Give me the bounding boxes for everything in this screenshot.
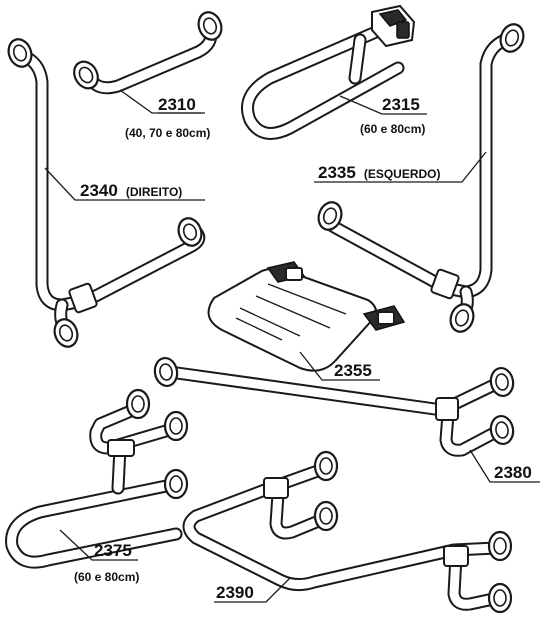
product-2355-seat xyxy=(207,261,406,372)
product-2390-bar xyxy=(182,450,513,614)
product-2310-code: 2310 xyxy=(158,95,196,114)
product-2335-bar xyxy=(317,23,525,333)
product-2335-leader xyxy=(314,151,487,183)
product-2375-leader xyxy=(59,529,138,561)
product-2335-label: 2335 (ESQUERDO) xyxy=(318,163,441,182)
product-2335-side: (ESQUERDO) xyxy=(364,167,441,181)
product-2375-bar xyxy=(5,388,189,569)
product-2315-code: 2315 xyxy=(382,95,420,114)
product-2375-size: (60 e 80cm) xyxy=(74,570,139,584)
product-2380-leader xyxy=(469,449,540,483)
product-2335-code: 2335 xyxy=(318,163,356,182)
product-2340-leader xyxy=(44,167,205,201)
product-2315-leader xyxy=(339,95,427,115)
product-2355-code: 2355 xyxy=(334,361,372,380)
product-2375-code: 2375 xyxy=(94,541,132,560)
product-2340-side: (DIREITO) xyxy=(126,185,182,199)
product-2390-code: 2390 xyxy=(216,583,254,602)
product-2380-bar xyxy=(153,356,515,457)
product-2340-label: 2340 (DIREITO) xyxy=(80,181,182,200)
product-2340-code: 2340 xyxy=(80,181,118,200)
product-2390-leader xyxy=(214,577,291,603)
product-2355-leader xyxy=(299,351,380,381)
product-2315-bar xyxy=(241,4,416,140)
product-2310-size: (40, 70 e 80cm) xyxy=(125,126,210,140)
product-2380-code: 2380 xyxy=(494,463,532,482)
product-2315-size: (60 e 80cm) xyxy=(360,122,425,136)
product-2340-bar xyxy=(7,38,206,348)
product-2310-bar xyxy=(73,11,223,95)
